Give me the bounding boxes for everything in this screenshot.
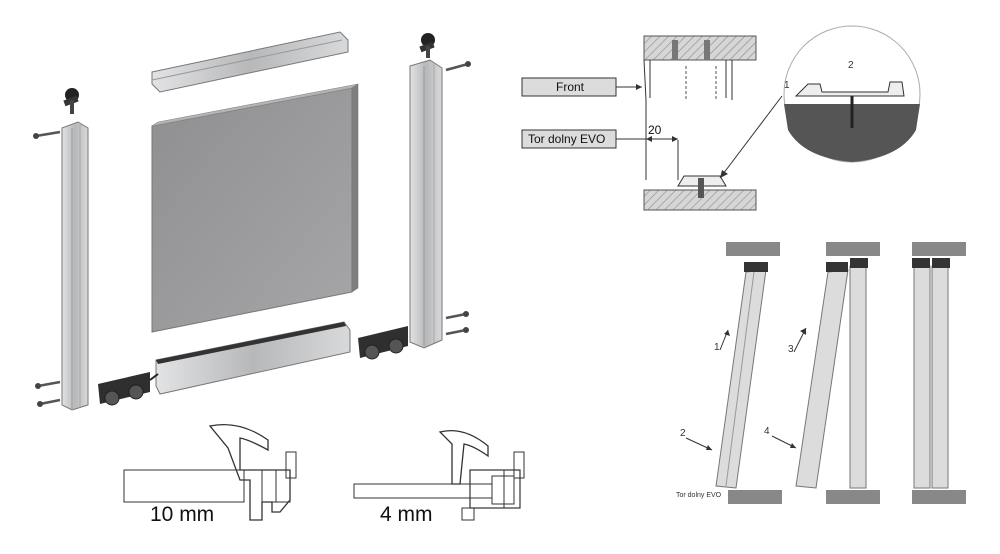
step-b: 3 4: [764, 242, 880, 504]
installation-steps: 1 2 Tor dolny EVO 3 4: [676, 242, 966, 504]
left-vertical-profile: [61, 121, 89, 411]
callout-1: 1: [784, 80, 790, 91]
roller-carriage-left: [98, 372, 159, 406]
cross-section-4mm: 4 mm: [353, 429, 525, 526]
stopper-icon: [419, 33, 435, 58]
exploded-view: [33, 31, 471, 411]
cross-section-4mm-label: 4 mm: [380, 503, 433, 526]
step-a: 1 2 Tor dolny EVO: [676, 242, 782, 504]
step-c: [912, 242, 966, 504]
dimension-label: 20: [648, 123, 662, 137]
roller-carriage-right: [358, 326, 408, 360]
top-rail: [151, 31, 349, 93]
screw-icon: [33, 130, 61, 407]
stopper-icon: [63, 88, 79, 114]
bottom-rail: [155, 321, 351, 395]
right-vertical-profile: [409, 59, 443, 349]
step-4-label: 4: [764, 426, 770, 437]
cross-section-10mm-label: 10 mm: [150, 503, 214, 526]
mounting-detail: Front Tor dolny EVO 20 1 2: [521, 25, 921, 211]
callout-2: 2: [848, 60, 854, 71]
step-3-label: 3: [788, 344, 794, 355]
track-label-small: Tor dolny EVO: [676, 492, 722, 499]
step-1-label: 1: [714, 342, 720, 353]
cross-section-10mm: 10 mm: [123, 423, 297, 526]
track-label: Tor dolny EVO: [528, 132, 605, 146]
step-2-label: 2: [680, 428, 686, 439]
door-panel: [151, 83, 359, 333]
screw-icon: [445, 61, 471, 336]
front-label: Front: [556, 80, 585, 94]
